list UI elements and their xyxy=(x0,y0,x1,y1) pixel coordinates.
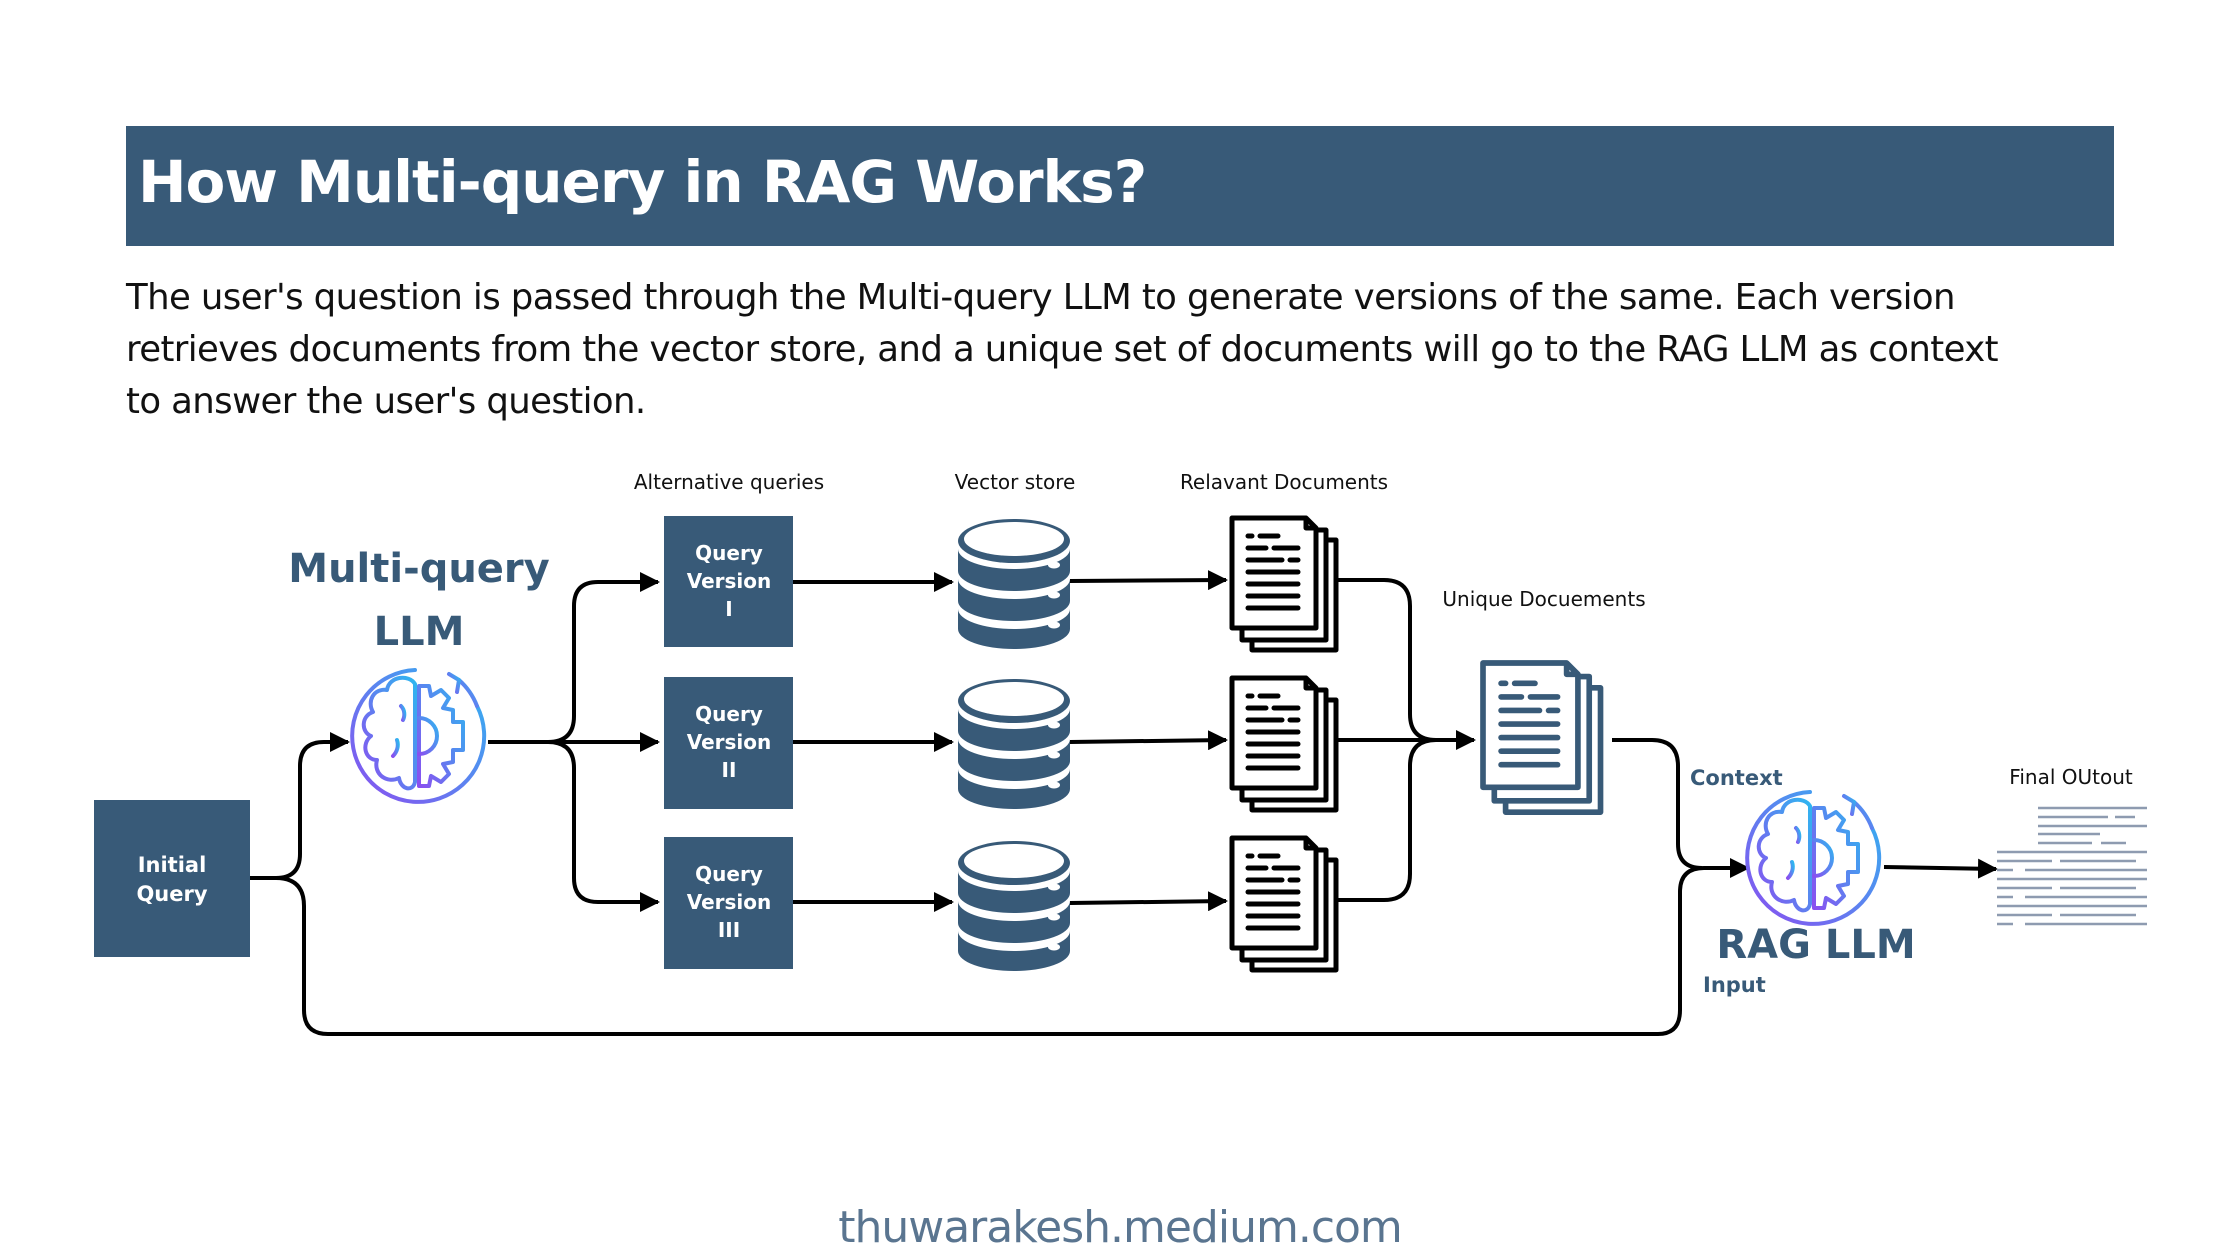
header-relevant-documents: Relavant Documents xyxy=(1180,470,1388,494)
edge-docs3-to-unique xyxy=(1338,738,1437,902)
document-stack-icon xyxy=(1232,518,1336,650)
description-line: to answer the user's question. xyxy=(126,381,646,422)
multi-query-llm-title: Multi-query xyxy=(288,546,549,592)
footer-url: thuwarakesh.medium.com xyxy=(838,1202,1403,1253)
edge-db3-to-docs xyxy=(1069,891,1228,912)
query-version-label: I xyxy=(725,597,732,621)
initial-query-label: Query xyxy=(136,882,207,906)
header-unique-documents: Unique Docuements xyxy=(1442,587,1645,611)
rag-llm-title: RAG LLM xyxy=(1716,922,1915,968)
query-version-label: Version xyxy=(687,890,772,914)
multi-query-llm-brain-icon xyxy=(350,668,487,804)
initial-query-node: Initial Query xyxy=(94,800,250,957)
edge-initial-to-llm xyxy=(250,732,350,880)
page-title: How Multi-query in RAG Works? xyxy=(138,148,1147,216)
initial-query-label: Initial xyxy=(138,853,207,877)
document-stack-icon xyxy=(1232,678,1336,810)
query-version-label: Version xyxy=(687,569,772,593)
query-version-node: Query Version I xyxy=(664,516,793,647)
header-final-output: Final OUtout xyxy=(2009,765,2133,789)
context-label: Context xyxy=(1690,766,1783,790)
edge-llm-to-q1 xyxy=(547,572,660,744)
final-output-text-lines-icon xyxy=(1997,806,2147,926)
query-version-label: Query xyxy=(695,862,763,886)
query-version-label: Query xyxy=(695,702,763,726)
unique-documents-icon xyxy=(1480,660,1604,815)
database-icon xyxy=(958,519,1070,649)
description: The user's question is passed through th… xyxy=(126,272,2126,428)
connectors xyxy=(250,570,1998,1036)
input-label: Input xyxy=(1703,973,1766,997)
rag-llm-brain-icon xyxy=(1745,790,1882,926)
database-icon xyxy=(958,841,1070,971)
multi-query-llm-title: LLM xyxy=(374,609,465,655)
edge-rag-to-output xyxy=(1883,858,1998,879)
database-icon xyxy=(958,679,1070,809)
edge-initial-to-rag-input xyxy=(275,858,1750,1036)
edge-db1-to-docs xyxy=(1069,570,1228,591)
description-line: retrieves documents from the vector stor… xyxy=(126,329,1999,370)
edge-unique-to-rag-context xyxy=(1612,738,1703,870)
document-stack-icon xyxy=(1232,838,1336,970)
header-alternative-queries: Alternative queries xyxy=(634,470,824,494)
edge-docs1-to-unique xyxy=(1338,578,1437,742)
query-version-label: Query xyxy=(695,541,763,565)
edge-llm-to-q3 xyxy=(547,740,660,912)
header-vector-store: Vector store xyxy=(955,470,1076,494)
description-line: The user's question is passed through th… xyxy=(126,277,1955,318)
query-version-label: III xyxy=(718,918,740,942)
query-version-label: II xyxy=(722,758,737,782)
query-version-node: Query Version III xyxy=(664,837,793,969)
title-bar: How Multi-query in RAG Works? xyxy=(126,126,2114,246)
edge-db2-to-docs xyxy=(1069,730,1228,751)
query-version-label: Version xyxy=(687,730,772,754)
query-version-node: Query Version II xyxy=(664,677,793,809)
